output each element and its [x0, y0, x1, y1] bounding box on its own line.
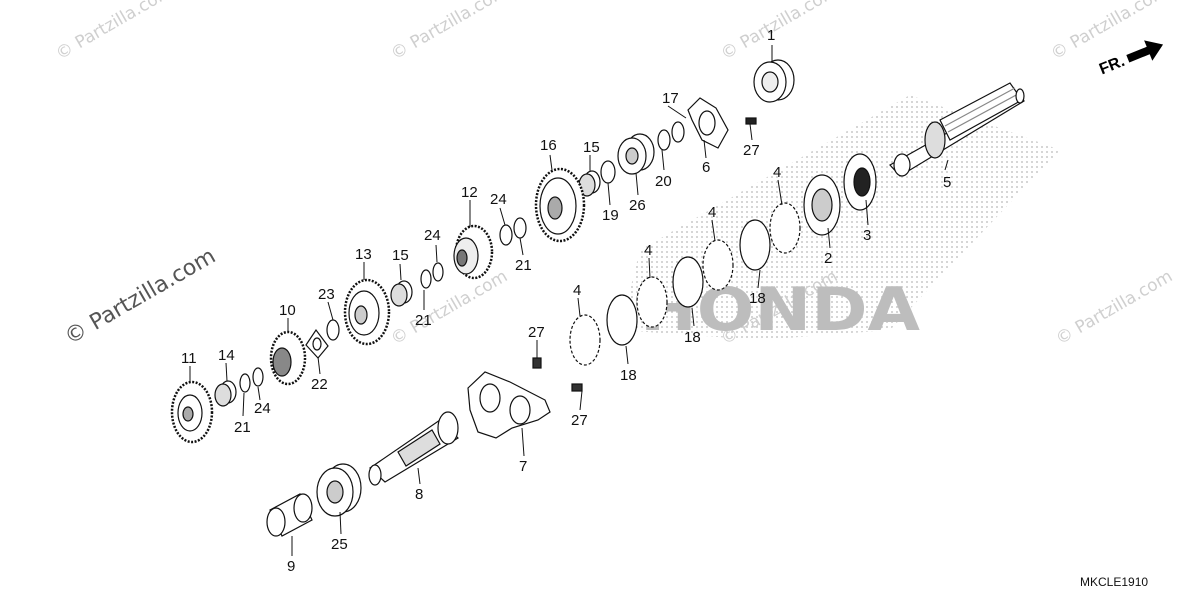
bolt-part-27-right [571, 383, 583, 392]
callout-15a: 15 [583, 139, 600, 156]
bearing-part-25 [316, 463, 362, 517]
callout-24c: 24 [254, 400, 271, 417]
diagram-code: MKCLE1910 [1080, 575, 1148, 589]
callout-21a: 21 [515, 257, 532, 274]
washer-part-22 [305, 328, 329, 359]
gear-part-13 [343, 278, 391, 346]
friction-plate [769, 202, 801, 254]
watermark-1: © Partzilla.com [53, 0, 177, 64]
callout-17: 17 [662, 90, 679, 107]
callout-4b: 4 [708, 204, 716, 221]
gear-part-12 [453, 224, 494, 280]
bearing-holder-part-7 [467, 371, 551, 439]
collar-part-9 [266, 493, 313, 537]
front-arrow-icon [1126, 40, 1164, 63]
callout-27c: 27 [571, 412, 588, 429]
callout-18c: 18 [620, 367, 637, 384]
friction-plate [636, 276, 668, 328]
callout-11: 11 [181, 350, 197, 367]
bearing-part-26 [617, 133, 655, 175]
callout-7: 7 [519, 458, 527, 475]
callout-4d: 4 [573, 282, 581, 299]
gear-part-16 [534, 167, 586, 243]
callout-27b: 27 [528, 324, 545, 341]
clutch-plates [569, 202, 801, 366]
setting-plate-part-6 [687, 97, 729, 149]
plain-plate [672, 256, 704, 308]
callout-1: 1 [767, 27, 775, 44]
leader-lines [189, 45, 949, 556]
washer-part-19 [600, 160, 616, 184]
friction-plate [702, 239, 734, 291]
bushing-part-15-lower [390, 280, 413, 307]
friction-plate [569, 314, 601, 366]
callout-21c: 21 [234, 419, 251, 436]
callout-12: 12 [461, 184, 478, 201]
callout-4c: 4 [644, 242, 652, 259]
front-direction-indicator: FR. [1097, 40, 1164, 78]
callout-18a: 18 [749, 290, 766, 307]
callout-13: 13 [355, 246, 372, 263]
callout-10: 10 [279, 302, 296, 319]
gear-part-11 [170, 380, 214, 444]
mainshaft-part-5 [889, 82, 1025, 177]
callout-25: 25 [331, 536, 348, 553]
callout-16: 16 [540, 137, 557, 154]
callout-19: 19 [602, 207, 619, 224]
callout-24a: 24 [490, 191, 507, 208]
pressure-plate-part-2 [803, 174, 841, 236]
plain-plate [739, 219, 771, 271]
countershaft-part-8 [368, 411, 459, 486]
watermark-2: © Partzilla.com [388, 0, 512, 64]
watermark-3: © Partzilla.com [718, 0, 842, 64]
bolt-part-27-top [745, 117, 757, 125]
collar-part-14 [214, 380, 237, 407]
callout-9: 9 [287, 558, 295, 575]
callout-3: 3 [863, 227, 871, 244]
washer-part-23 [326, 319, 340, 341]
watermark-6: © Partzilla.com [388, 266, 512, 349]
bolt-part-27-middle [532, 357, 542, 369]
callout-6: 6 [702, 159, 710, 176]
circlip-part-21-upper [499, 217, 527, 246]
callout-27a: 27 [743, 142, 760, 159]
collar-part-20 [657, 121, 685, 151]
bearing-part-1 [753, 59, 795, 103]
callout-21b: 21 [415, 312, 432, 329]
callout-14: 14 [218, 347, 235, 364]
plain-plate [606, 294, 638, 346]
callout-15b: 15 [392, 247, 409, 264]
circlip-part-21-middle [420, 262, 444, 289]
callout-4a: 4 [773, 164, 781, 181]
callout-18b: 18 [684, 329, 701, 346]
circlip-part-21-lower [239, 367, 264, 393]
gear-part-10 [269, 330, 307, 386]
front-label: FR. [1097, 53, 1127, 78]
callout-24b: 24 [424, 227, 441, 244]
watermark-8: © Partzilla.com [1053, 266, 1177, 349]
callout-labels: 1 5 3 2 4 4 4 4 18 18 18 6 17 27 20 26 1… [181, 27, 951, 575]
callout-2: 2 [824, 250, 832, 267]
watermark-5: © Partzilla.com [61, 244, 221, 351]
callout-26: 26 [629, 197, 646, 214]
callout-8: 8 [415, 486, 423, 503]
callout-23: 23 [318, 286, 335, 303]
callout-22: 22 [311, 376, 328, 393]
clutch-center-part-3 [843, 153, 877, 211]
callout-20: 20 [655, 173, 672, 190]
callout-5: 5 [943, 174, 951, 191]
